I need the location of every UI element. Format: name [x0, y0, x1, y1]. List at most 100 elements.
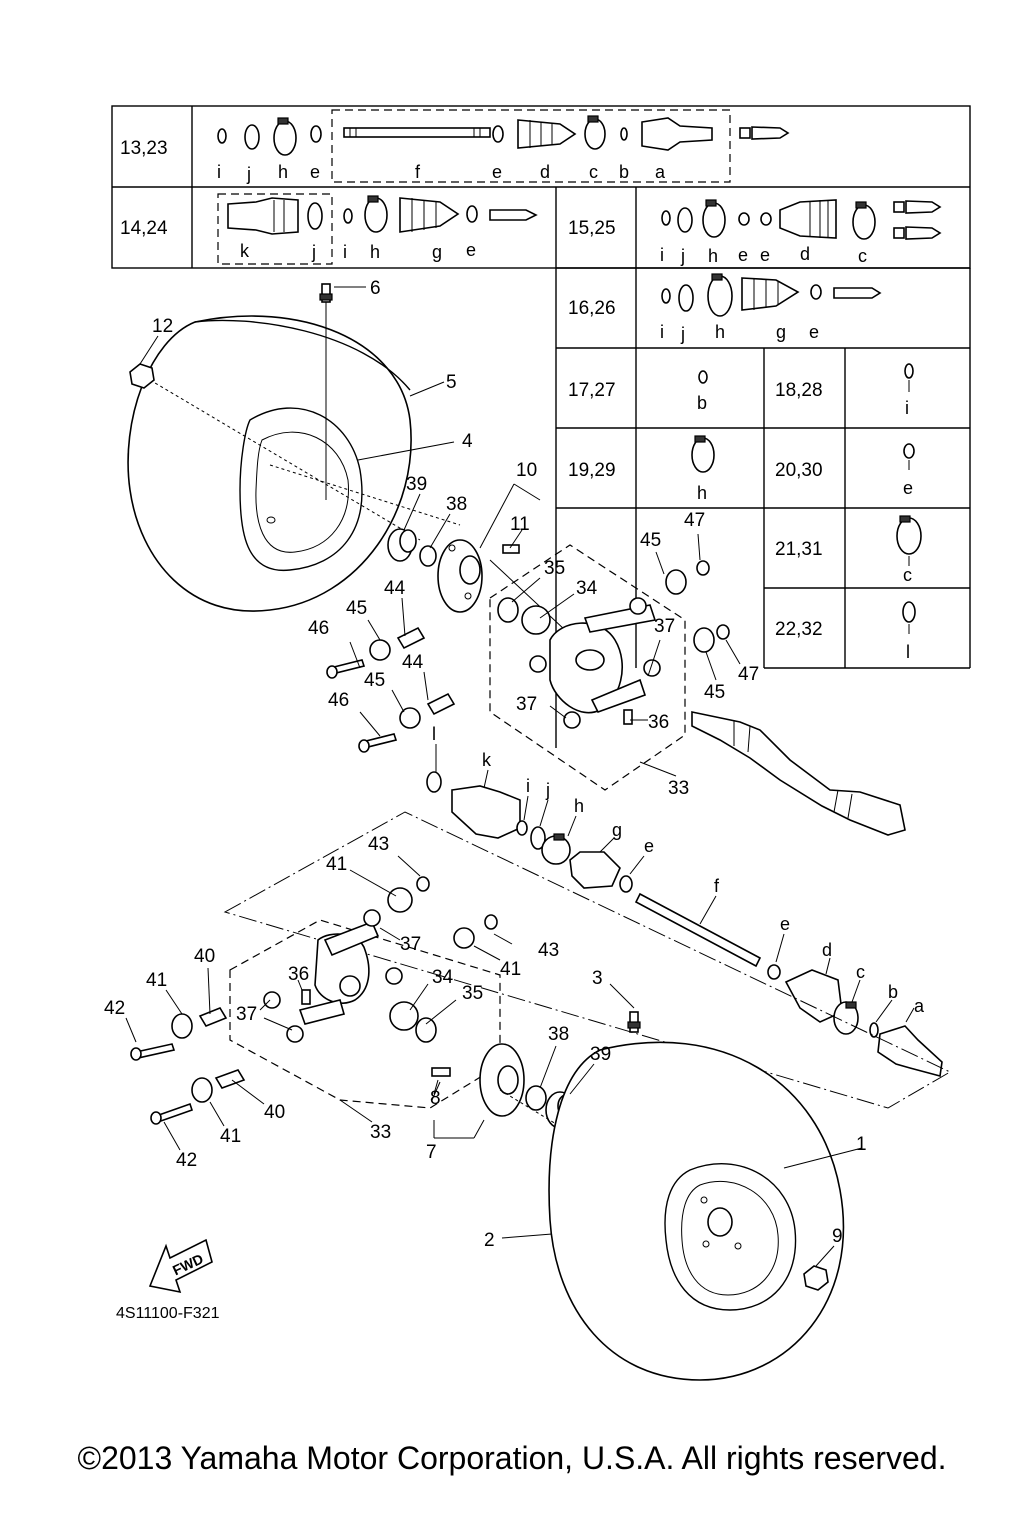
clamp-band-icon: [364, 195, 388, 233]
bushing-icon: [387, 876, 498, 949]
circlip-icon: [620, 127, 628, 141]
svg-text:e: e: [466, 240, 476, 260]
svg-text:10: 10: [516, 460, 537, 481]
circlip-icon: [869, 1022, 879, 1038]
svg-text:i: i: [660, 322, 664, 342]
svg-text:39: 39: [590, 1044, 611, 1065]
bushing-icon: [665, 560, 730, 653]
grease-nipple-icon: [623, 709, 633, 725]
svg-text:45: 45: [346, 598, 367, 619]
svg-text:h: h: [278, 162, 288, 182]
svg-text:19,29: 19,29: [568, 460, 616, 481]
svg-text:e: e: [644, 836, 654, 856]
svg-text:h: h: [370, 242, 380, 262]
svg-text:1: 1: [856, 1134, 867, 1155]
nut-icon: [525, 1085, 547, 1111]
svg-text:j: j: [545, 780, 550, 800]
svg-text:40: 40: [264, 1102, 285, 1123]
svg-text:38: 38: [548, 1024, 569, 1045]
nut-icon: [803, 1265, 829, 1291]
fwd-arrow-icon: FWD: [148, 1238, 213, 1294]
small-clamp-icon: [810, 284, 822, 300]
bushing-icon: [497, 597, 661, 729]
svg-text:h: h: [708, 246, 718, 266]
svg-text:l: l: [432, 724, 436, 744]
svg-text:35: 35: [462, 983, 483, 1004]
nut-icon: [419, 545, 437, 567]
reference-table: 13,23 i j h e f e d: [111, 105, 971, 748]
svg-text:e: e: [903, 478, 913, 498]
svg-text:c: c: [903, 565, 912, 585]
svg-text:2: 2: [484, 1230, 495, 1251]
svg-text:41: 41: [500, 959, 521, 980]
svg-text:6: 6: [370, 278, 381, 299]
hub-bolt-icon: [502, 544, 520, 554]
svg-text:b: b: [697, 393, 707, 413]
svg-text:35: 35: [544, 558, 565, 579]
svg-text:g: g: [776, 322, 786, 342]
rear-tire-lower: [548, 1041, 845, 1381]
svg-text:5: 5: [446, 372, 457, 393]
small-clamp-icon: [760, 212, 772, 226]
ring-icon: [426, 771, 442, 793]
drive-shaft-icon: [634, 892, 762, 968]
svg-text:c: c: [589, 162, 598, 182]
part-number-labels: 1 2 3 4 5 6 7 8 9 10 11 12 33 33 34 34 3…: [104, 278, 867, 1251]
svg-text:15,25: 15,25: [568, 218, 616, 239]
svg-text:j: j: [680, 324, 685, 344]
svg-text:d: d: [822, 940, 832, 960]
svg-text:h: h: [715, 322, 725, 342]
svg-text:h: h: [697, 483, 707, 503]
small-clamp-icon: [466, 205, 478, 223]
knuckle-icon: [549, 604, 657, 714]
leader-lines: [125, 286, 915, 1267]
hub-flange-icon: [479, 1043, 525, 1117]
svg-text:e: e: [760, 245, 770, 265]
diagram-id: 4S11100-F321: [116, 1305, 220, 1322]
boot-icon: [399, 197, 460, 233]
svg-text:41: 41: [146, 970, 167, 991]
ring-icon: [244, 124, 260, 150]
bushing-icon: [369, 626, 456, 729]
svg-text:7: 7: [426, 1142, 437, 1163]
svg-text:i: i: [217, 162, 221, 182]
svg-text:e: e: [738, 245, 748, 265]
bolt-icon: [326, 659, 398, 753]
svg-text:33: 33: [668, 778, 689, 799]
svg-text:11: 11: [510, 514, 530, 535]
small-clamp-icon: [492, 125, 504, 143]
svg-text:f: f: [714, 876, 720, 896]
valve-icon: [319, 283, 333, 303]
outer-joint-icon: [641, 117, 713, 151]
small-clamp-icon: [619, 875, 633, 893]
svg-text:37: 37: [236, 1004, 257, 1025]
svg-text:39: 39: [406, 474, 427, 495]
inner-joint-icon: [227, 197, 299, 235]
svg-text:41: 41: [326, 854, 347, 875]
clamp-band-icon: [707, 273, 733, 317]
svg-text:41: 41: [220, 1126, 241, 1147]
svg-text:l: l: [906, 642, 910, 662]
svg-text:i: i: [343, 242, 347, 262]
circlip-icon: [661, 210, 671, 226]
grease-tube-icon: [739, 126, 790, 140]
sub-letter-labels: l k i j h g e f e d c b a: [432, 724, 925, 1016]
copyright-notice: ©2013 Yamaha Motor Corporation, U.S.A. A…: [77, 1440, 947, 1476]
small-clamp-icon: [310, 125, 322, 143]
svg-text:46: 46: [328, 690, 349, 711]
drive-shaft-icon: [343, 127, 491, 138]
svg-text:47: 47: [738, 664, 759, 685]
outer-joint-icon: [877, 1025, 943, 1078]
svg-text:44: 44: [402, 652, 424, 673]
svg-text:i: i: [526, 776, 530, 796]
svg-text:33: 33: [370, 1122, 391, 1143]
svg-text:45: 45: [364, 670, 385, 691]
svg-text:38: 38: [446, 494, 467, 515]
boot-icon: [569, 851, 621, 889]
svg-text:d: d: [540, 162, 550, 182]
svg-text:21,31: 21,31: [775, 539, 823, 560]
svg-text:40: 40: [194, 946, 215, 967]
hub-bolt-icon: [431, 1067, 451, 1077]
svg-text:b: b: [888, 982, 898, 1002]
